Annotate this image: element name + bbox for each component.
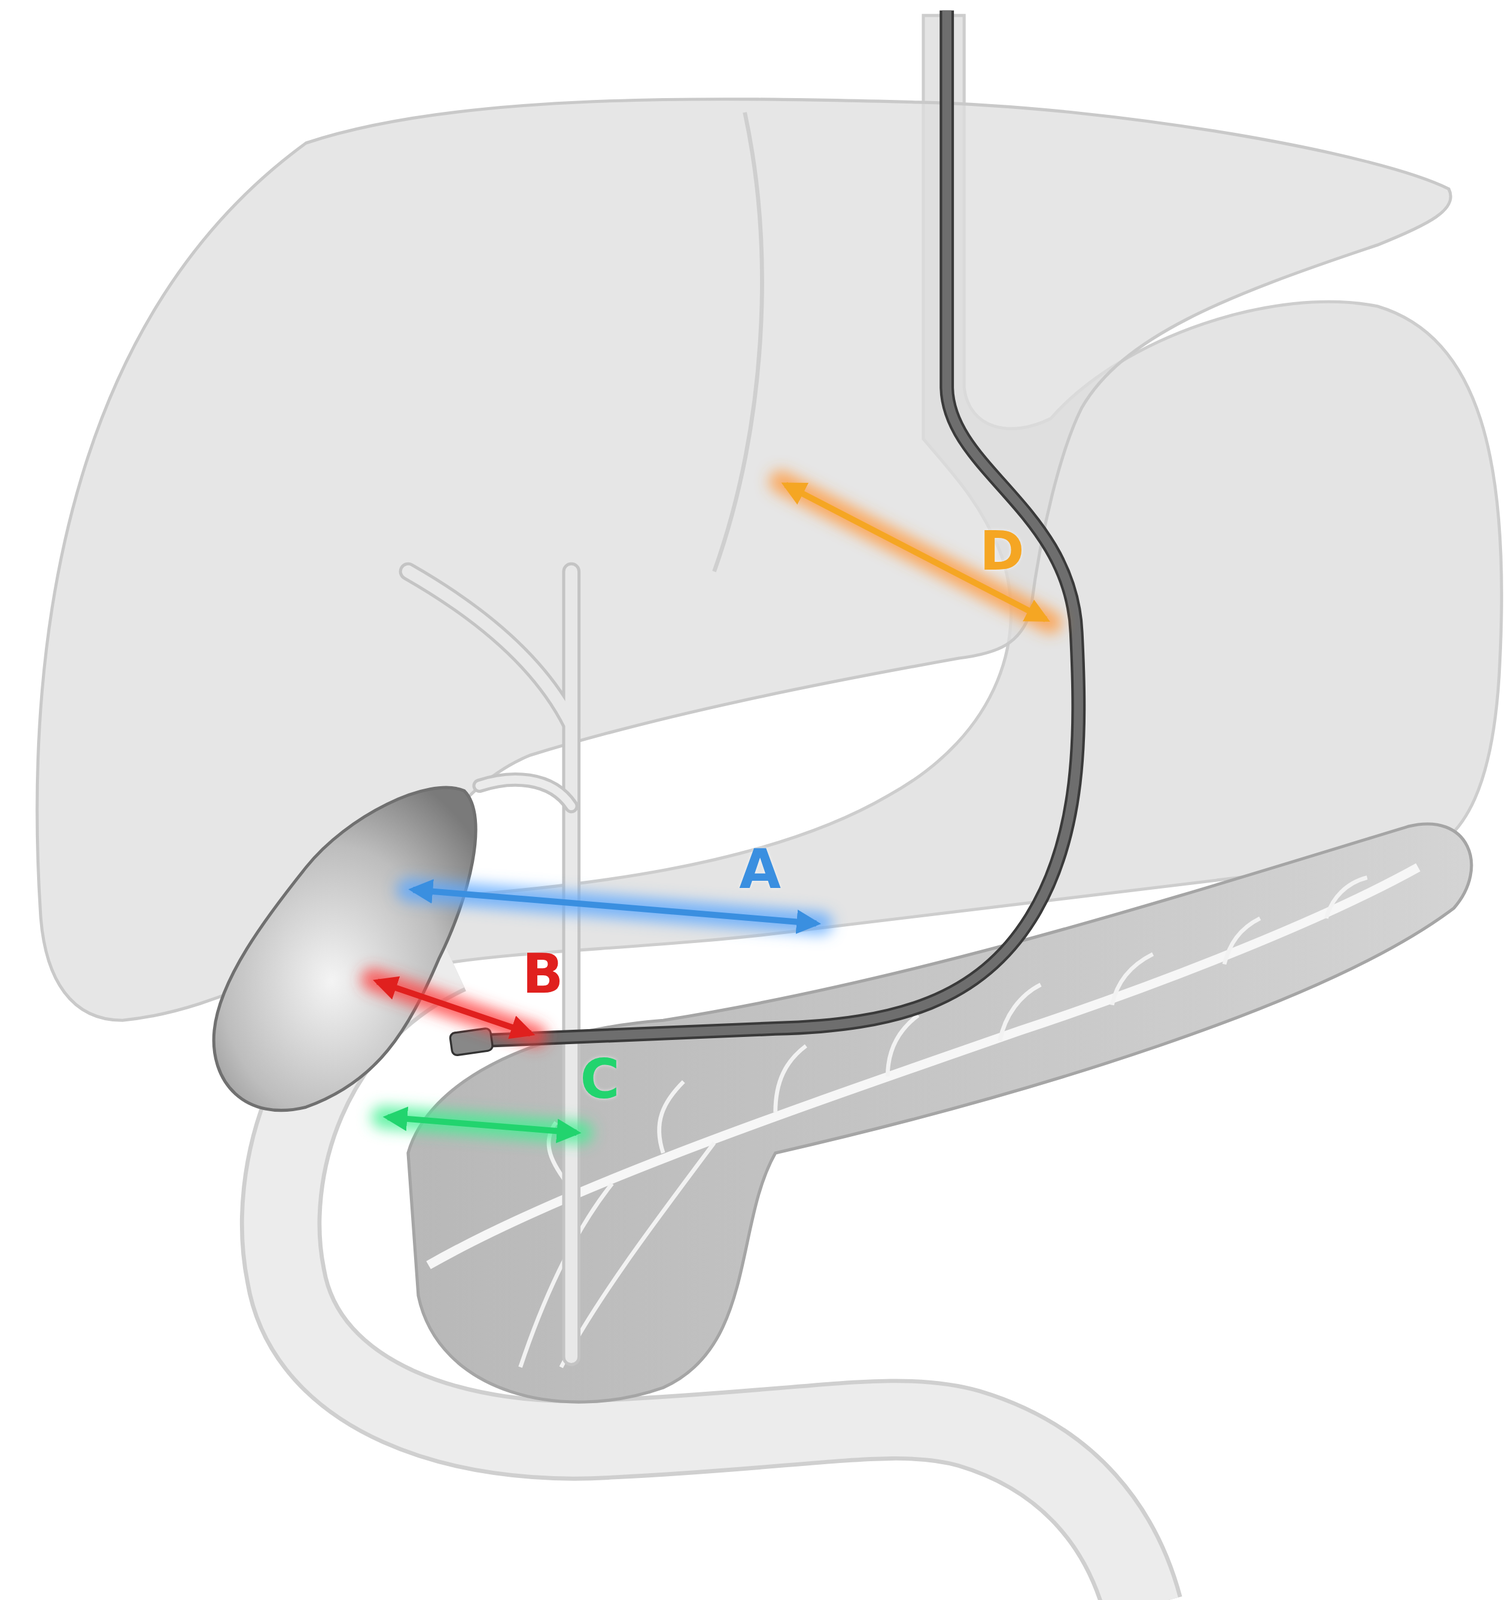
measure-arrow	[387, 1117, 577, 1133]
measure-arrow	[785, 484, 1047, 620]
pancreatic-duct-branches	[520, 877, 1368, 1368]
endoscope	[479, 10, 1079, 1041]
endoscope-edge	[479, 10, 1079, 1041]
endoscope-tip	[449, 1028, 494, 1057]
liver-fissure	[713, 112, 762, 572]
gallbladder	[213, 787, 476, 1111]
measure-arrow	[377, 981, 531, 1034]
liver	[37, 99, 1451, 1021]
callout-letter: D	[979, 524, 1025, 579]
callout-letter: A	[739, 842, 781, 897]
callout-letter: C	[579, 1052, 620, 1107]
callout-letter: B	[522, 947, 564, 1002]
arrow-glows	[372, 481, 1051, 1133]
